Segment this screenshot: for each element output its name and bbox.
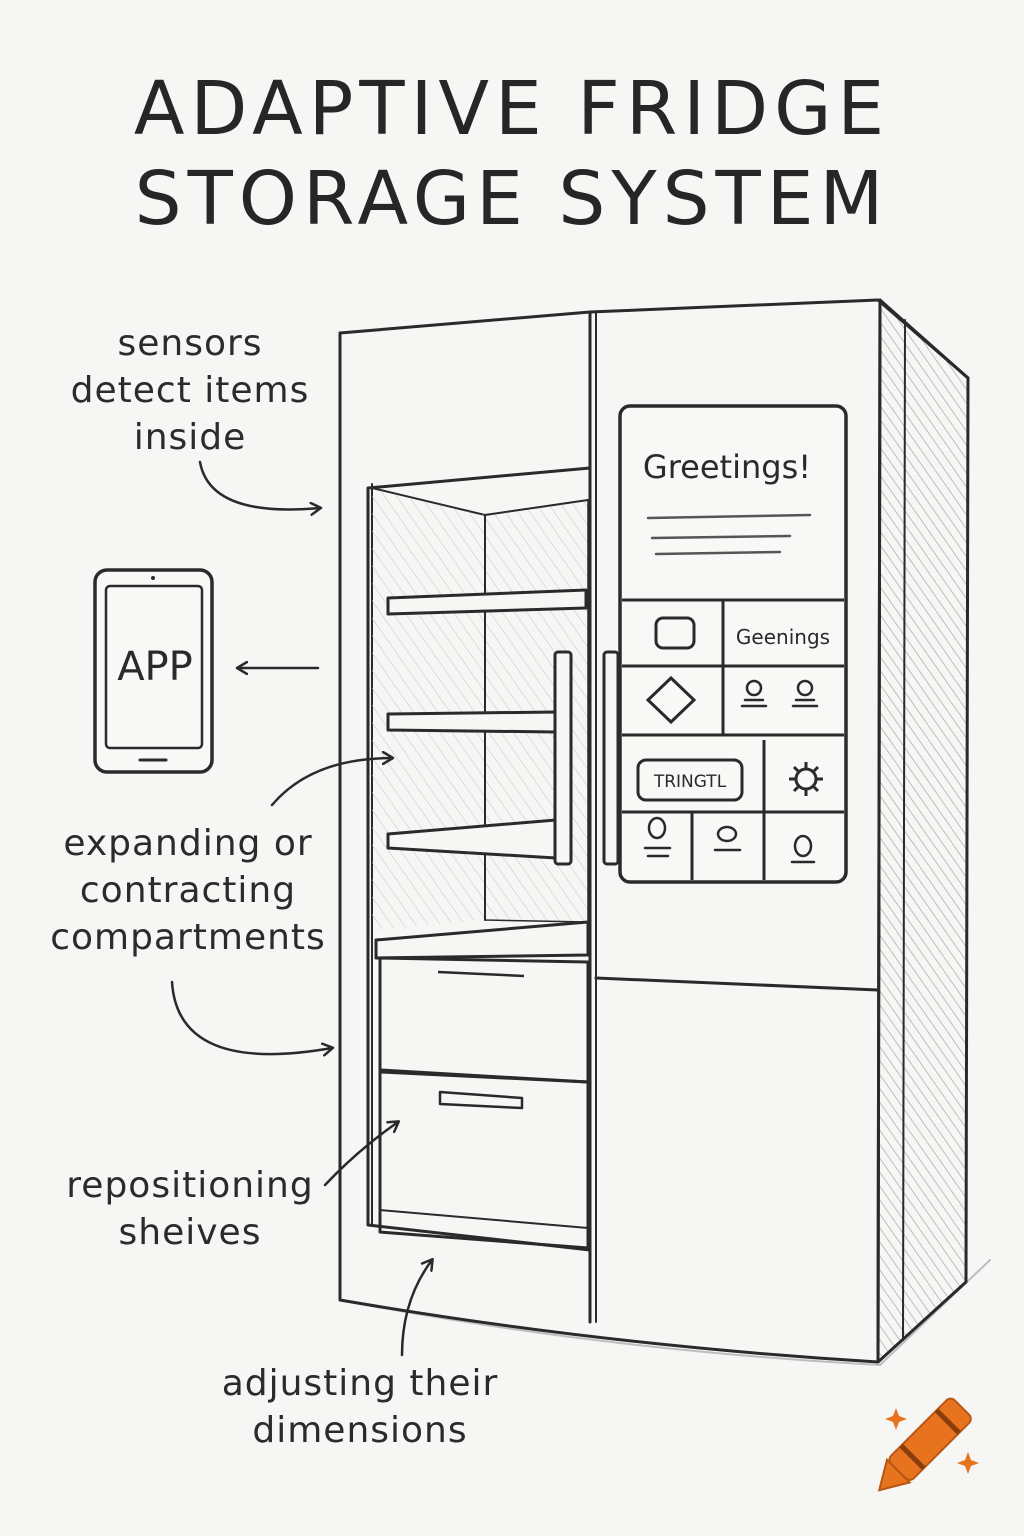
arrow-dimensions bbox=[400, 1260, 432, 1357]
title-line-2: STORAGE SYSTEM bbox=[134, 156, 890, 242]
arrow-compartments bbox=[270, 758, 392, 807]
arrow-drawer bbox=[170, 980, 332, 1054]
arrow-sensors bbox=[198, 460, 320, 510]
annotation-sensors-line-3: inside bbox=[133, 417, 247, 458]
shelf-1 bbox=[386, 588, 588, 616]
handle-left bbox=[553, 650, 573, 866]
annotation-compartments: expanding or contracting compartments bbox=[38, 820, 338, 961]
screen-greeting: Greetings! bbox=[643, 448, 811, 486]
annotation-shelves-line-2: sheives bbox=[118, 1212, 262, 1253]
annotation-arrows bbox=[170, 460, 432, 1357]
annotation-compartments-line-3: compartments bbox=[50, 917, 326, 958]
drawer-lower bbox=[378, 1070, 590, 1250]
annotation-sensors: sensors detect items inside bbox=[60, 320, 320, 461]
screen-button bbox=[636, 758, 744, 802]
annotation-shelves-line-1: repositioning bbox=[66, 1165, 314, 1206]
person-icons bbox=[643, 679, 819, 864]
drawers bbox=[378, 956, 590, 1250]
fridge-side-panel bbox=[876, 298, 970, 1364]
door-handles bbox=[553, 650, 620, 866]
annotation-dimensions: adjusting their dimensions bbox=[200, 1360, 520, 1454]
title-line-1: ADAPTIVE FRIDGE bbox=[133, 66, 891, 152]
fridge-top bbox=[338, 298, 970, 380]
crayon-icon bbox=[877, 1397, 979, 1492]
fridge-cavity bbox=[366, 466, 592, 1252]
freezer-line bbox=[594, 976, 880, 992]
screen-button-label: TRINGTL bbox=[653, 772, 727, 792]
annotation-dimensions-line-1: adjusting their bbox=[221, 1363, 499, 1404]
annotation-compartments-line-1: expanding or bbox=[63, 823, 313, 864]
fridge-touchscreen: Greetings! Geenings TRING bbox=[618, 404, 848, 884]
annotation-sensors-line-2: detect items bbox=[70, 370, 310, 411]
shelf-2 bbox=[386, 710, 558, 734]
annotation-shelves: repositioning sheives bbox=[50, 1162, 330, 1256]
fridge-body bbox=[338, 298, 882, 1364]
annotation-compartments-line-2: contracting bbox=[79, 870, 297, 911]
drawer-upper bbox=[378, 956, 590, 1084]
annotation-sensors-line-1: sensors bbox=[117, 323, 263, 364]
diamond-icon bbox=[645, 675, 697, 725]
tablet-device: APP bbox=[93, 568, 214, 774]
screen-tile-icon bbox=[654, 616, 696, 650]
handle-right bbox=[602, 650, 620, 866]
arrow-shelves bbox=[323, 1122, 398, 1187]
shelf-4 bbox=[374, 920, 590, 960]
shelves bbox=[374, 588, 590, 960]
app-label: APP bbox=[117, 644, 193, 690]
gear-icon bbox=[794, 767, 818, 791]
screen-tile-label: Geenings bbox=[736, 625, 830, 649]
annotation-dimensions-line-2: dimensions bbox=[252, 1410, 468, 1451]
